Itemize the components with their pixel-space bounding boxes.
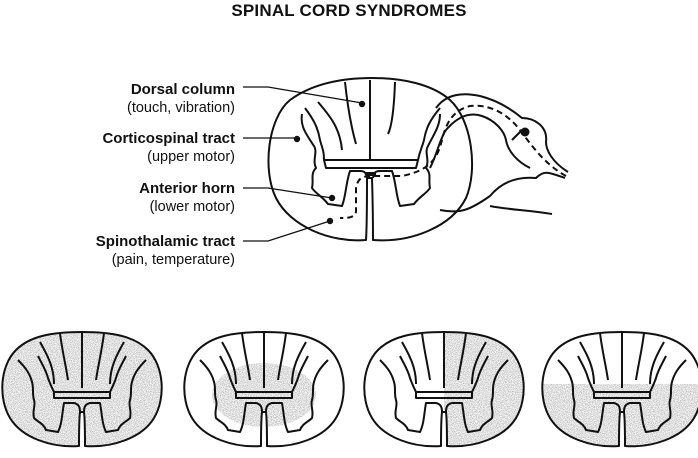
dorsal-septa bbox=[317, 80, 396, 160]
label-name: Dorsal column bbox=[130, 81, 235, 98]
diagram-title: SPINAL CORD SYNDROMES bbox=[231, 1, 467, 20]
label-name: Corticospinal tract bbox=[102, 130, 235, 147]
spinothalamic-pathway bbox=[339, 104, 567, 219]
dot-corticospinal bbox=[293, 135, 301, 143]
main-spinal-cord-cross-section bbox=[267, 77, 569, 242]
syndrome-complete-transection bbox=[1, 331, 163, 448]
label-spinothalamic-tract: Spinothalamic tract (pain, temperature) bbox=[96, 233, 235, 269]
dot-spinothalamic bbox=[326, 217, 334, 225]
leader-dorsal-column bbox=[243, 86, 363, 104]
label-corticospinal-tract: Corticospinal tract (upper motor) bbox=[102, 130, 235, 166]
label-name: Spinothalamic tract bbox=[95, 233, 235, 250]
label-anterior-horn: Anterior horn (lower motor) bbox=[139, 180, 235, 216]
label-desc: (pain, temperature) bbox=[111, 252, 235, 268]
label-desc: (touch, vibration) bbox=[127, 100, 235, 116]
label-desc: (upper motor) bbox=[147, 149, 235, 165]
ganglion-axon bbox=[511, 129, 523, 141]
central-canal bbox=[366, 172, 376, 176]
dot-dorsal-column bbox=[358, 100, 366, 108]
leader-lines bbox=[243, 86, 363, 242]
leader-spinothalamic bbox=[243, 220, 331, 242]
leader-anterior-horn bbox=[243, 187, 333, 199]
label-name: Anterior horn bbox=[139, 180, 235, 197]
syndrome-central-cord bbox=[183, 331, 345, 448]
dorsal-root bbox=[429, 93, 569, 213]
ganglion-cell-dot bbox=[520, 127, 530, 137]
syndrome-hemisection bbox=[363, 331, 525, 448]
label-desc: (lower motor) bbox=[149, 199, 235, 215]
syndrome-anterior-cord bbox=[541, 331, 698, 448]
cord-outline bbox=[267, 77, 474, 242]
dot-anterior-horn bbox=[328, 194, 336, 202]
label-dorsal-column: Dorsal column (touch, vibration) bbox=[127, 81, 235, 117]
dorsal-root-lower bbox=[489, 205, 553, 215]
